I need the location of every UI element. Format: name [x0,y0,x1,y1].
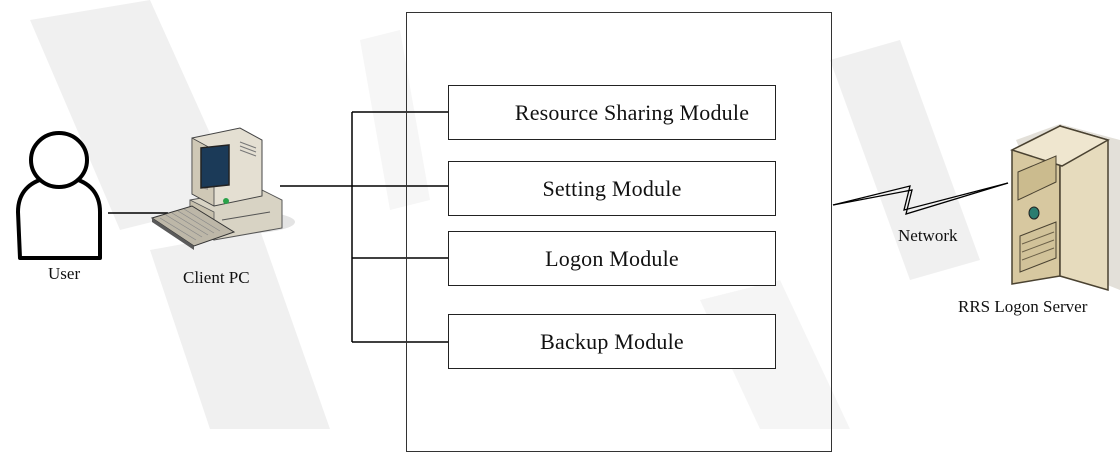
module-resource-sharing: Resource Sharing Module [448,85,776,140]
module-label: Resource Sharing Module [514,99,750,125]
lightning-link-icon [832,182,1009,215]
diagram-canvas: Resource Sharing Module Setting Module L… [16,0,1120,452]
user-label: User [48,264,81,283]
module-backup: Backup Module [448,314,776,369]
module-label: Logon Module [545,245,679,271]
module-label: Setting Module [542,175,682,201]
server-tower-icon [1010,124,1120,291]
module-label: Backup Module [540,328,684,354]
desktop-computer-icon [150,127,295,250]
client-pc-label: Client PC [183,268,250,287]
module-logon: Logon Module [448,231,776,286]
user-icon [16,131,102,260]
module-setting: Setting Module [448,161,776,216]
network-label: Network [898,226,958,245]
server-label: RRS Logon Server [958,297,1088,316]
